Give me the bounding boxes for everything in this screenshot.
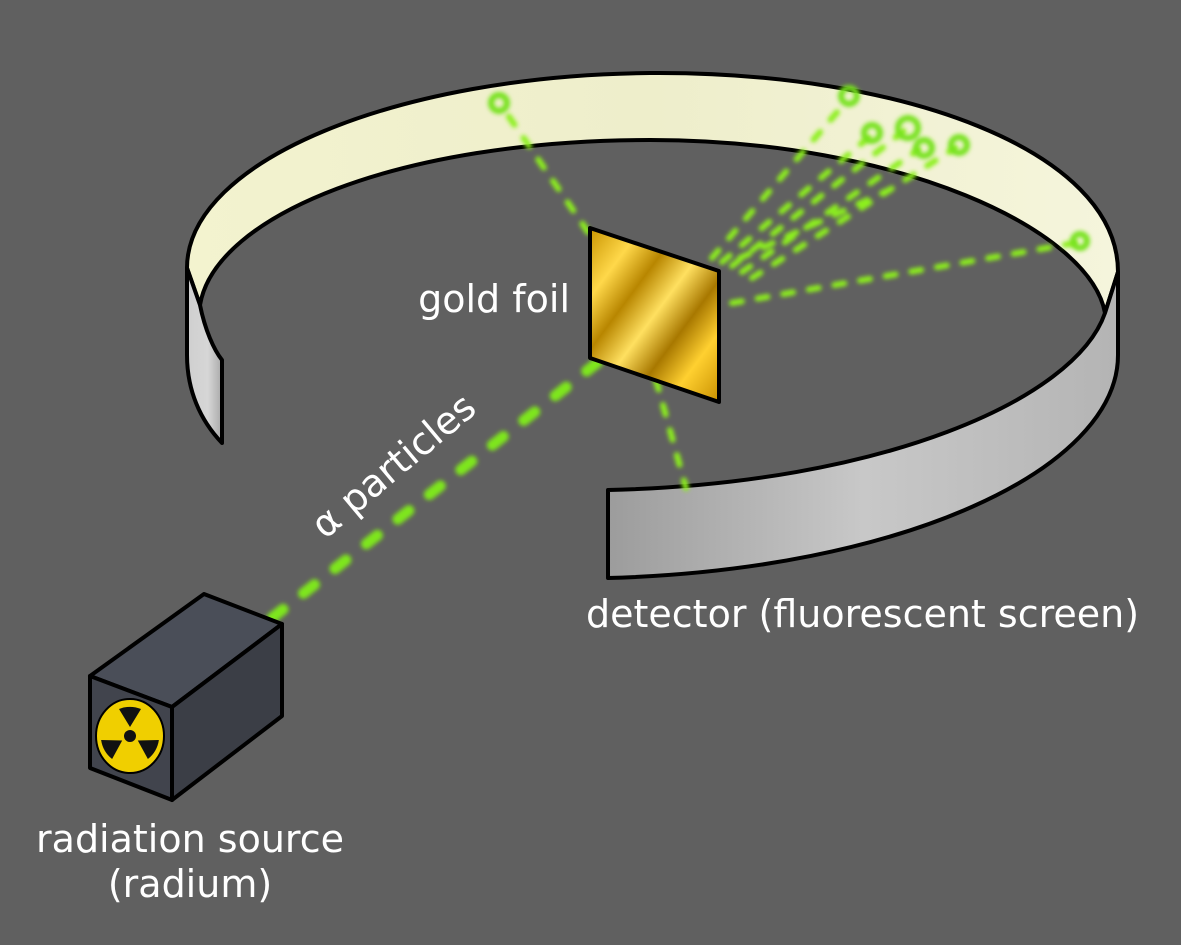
scatter-path-6 [737, 182, 903, 261]
radiation-trefoil-icon [95, 698, 165, 774]
source-label-line1: radiation source [36, 817, 344, 861]
detection-spots [488, 85, 1090, 251]
gold-foil [588, 226, 721, 404]
source-label-line2: (radium) [108, 862, 272, 906]
scatter-path-right [729, 240, 1078, 306]
detector-label: detector (fluorescent screen) [586, 592, 1139, 636]
particle-paths [266, 100, 1078, 624]
detection-spot [913, 137, 935, 159]
scatter-path-1 [709, 100, 848, 261]
detection-spot [948, 134, 970, 156]
gold-foil-label: gold foil [418, 277, 570, 321]
scatter-path-straight [653, 377, 689, 491]
detector-outer-wall-right [606, 270, 1120, 580]
radiation-source [88, 592, 284, 802]
scatter-path-backward [500, 105, 591, 235]
detector-screen [185, 70, 1120, 580]
detector-outer-wall-left [185, 266, 224, 445]
scatter-path-3 [729, 127, 908, 269]
alpha-particles-label: α particles [303, 384, 485, 546]
scatter-path-2 [719, 135, 871, 265]
detection-spot [1070, 231, 1090, 251]
scatter-path-4 [739, 147, 921, 275]
detection-spot [838, 85, 860, 107]
detection-spot [895, 115, 921, 141]
detection-spot [861, 122, 883, 144]
detection-spot [488, 92, 510, 114]
source-box-side [170, 622, 284, 802]
alpha-beam-incoming [266, 306, 668, 624]
